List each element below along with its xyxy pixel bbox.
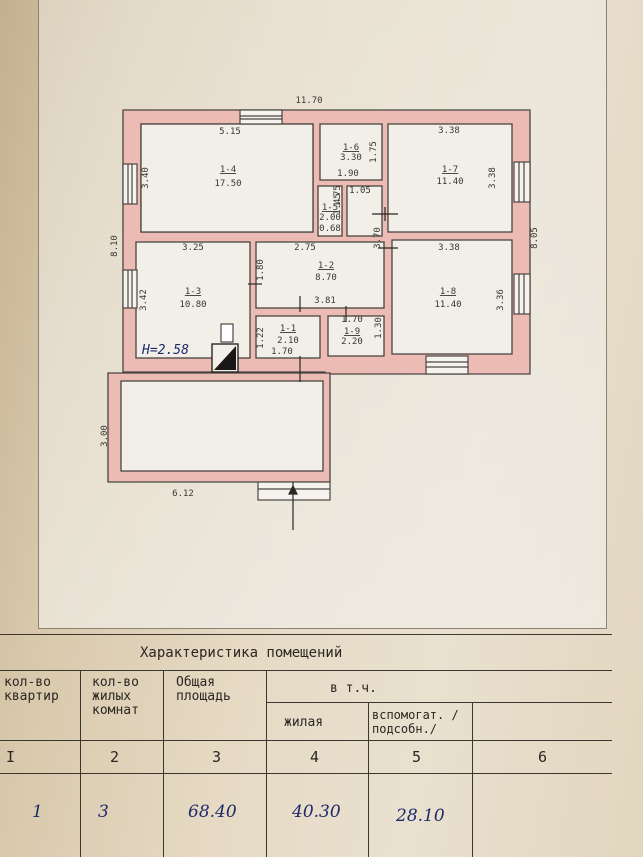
- room-area-label: 10.80: [179, 300, 206, 310]
- room-id-label: 1-2: [318, 261, 334, 271]
- dim-extra-2: 3.70: [373, 227, 383, 249]
- room-width-dimension: 3.25: [182, 243, 204, 253]
- column-number: 5: [412, 748, 422, 766]
- table-title: Характеристика помещений: [140, 645, 343, 661]
- stove: [211, 323, 239, 373]
- column-number: I: [6, 748, 16, 766]
- header-including: в т.ч.: [330, 681, 377, 696]
- room-id-label: 1-8: [440, 287, 456, 297]
- dim-depth-left: 8.10: [110, 235, 120, 257]
- room-area-label: 8.70: [315, 273, 337, 283]
- room-area-label: 2.10: [277, 336, 299, 346]
- room-id-label: 1-5: [322, 203, 338, 213]
- header-total-area: Общая площадь: [176, 675, 231, 704]
- room-id-label: 1-9: [344, 327, 360, 337]
- room-id-label: 1-6: [343, 143, 359, 153]
- ceiling-height: H=2.58: [141, 343, 189, 358]
- room-id-label: 1-1: [280, 324, 296, 334]
- room-height-dimension: 1.45: [333, 193, 343, 215]
- outer-dimensions: 11.70 8.10 8.05 3.00 6.12 1.05 3.70: [100, 96, 540, 499]
- column-number: 3: [212, 748, 222, 766]
- room-width-dimension: 3.38: [438, 126, 460, 136]
- room-area-label: 17.50: [214, 179, 241, 189]
- room-height-dimension: 1.80: [256, 259, 266, 281]
- room-height-dimension: 3.38: [488, 167, 498, 189]
- room-height-dimension: 1.30: [374, 317, 384, 339]
- room-area-label: 3.30: [340, 153, 362, 163]
- header-living-area: жилая: [284, 715, 324, 730]
- room-height-dimension: 1.22: [256, 327, 266, 349]
- room-extra-dimension: 3.81: [314, 296, 336, 306]
- dim-veranda-depth: 3.00: [100, 425, 110, 447]
- room-id-label: 1-3: [185, 287, 201, 297]
- room-width-dimension: 5.15: [219, 127, 241, 137]
- room-width-dimension: 1.90: [337, 169, 359, 179]
- value-living-rooms: 3: [98, 802, 109, 822]
- room-width-dimension: 2.75: [294, 243, 316, 253]
- room-height-dimension: 3.42: [139, 289, 149, 311]
- floor-plan: 1-4 17.50 5.15 3.40 1-63.30 1.90 1.75 1-7 11.40 3…: [100, 96, 540, 530]
- room-interiors: [120, 123, 513, 472]
- room-width-dimension: 1.70: [341, 315, 363, 325]
- room-labels: 1-4 17.50 5.15 3.40 1-63.30 1.90 1.75 1-7 11.40 3…: [139, 126, 506, 357]
- room-area-label: 11.40: [436, 177, 463, 187]
- dim-depth-right: 8.05: [530, 227, 540, 249]
- dim-extra-1: 1.05: [349, 186, 371, 196]
- room-area-label: 2.20: [341, 337, 363, 347]
- door-marks: [248, 207, 398, 530]
- room-height-dimension: 3.40: [141, 167, 151, 189]
- dim-veranda-width: 6.12: [172, 489, 194, 499]
- room-id-label: 1-4: [220, 165, 236, 175]
- room-id-label: 1-7: [442, 165, 458, 175]
- header-apartments: кол-во квартир: [4, 675, 59, 704]
- value-auxiliary-area: 28.10: [396, 806, 445, 826]
- value-apartments: 1: [32, 802, 43, 822]
- header-auxiliary-area: вспомогат. /подсобн./: [372, 708, 459, 736]
- header-living-rooms: кол-во жилых комнат: [92, 675, 139, 718]
- value-living-area: 40.30: [292, 802, 341, 822]
- room-height-dimension: 1.75: [369, 141, 379, 163]
- column-number: 4: [310, 748, 320, 766]
- column-number: 2: [110, 748, 120, 766]
- room-extra-dimension: 1.75: [333, 185, 343, 207]
- column-number: 6: [538, 748, 548, 766]
- room-width-dimension: 0.68: [319, 224, 341, 234]
- room-area-label: 11.40: [434, 300, 461, 310]
- value-total-area: 68.40: [188, 802, 237, 822]
- room-area-label: 2.00: [319, 213, 341, 223]
- premises-characteristics-table: Характеристика помещений кол-во квартир …: [0, 630, 612, 857]
- room-width-dimension: 1.70: [271, 347, 293, 357]
- room-height-dimension: 3.36: [496, 289, 506, 311]
- room-width-dimension: 3.38: [438, 243, 460, 253]
- dim-overall-width: 11.70: [295, 96, 322, 106]
